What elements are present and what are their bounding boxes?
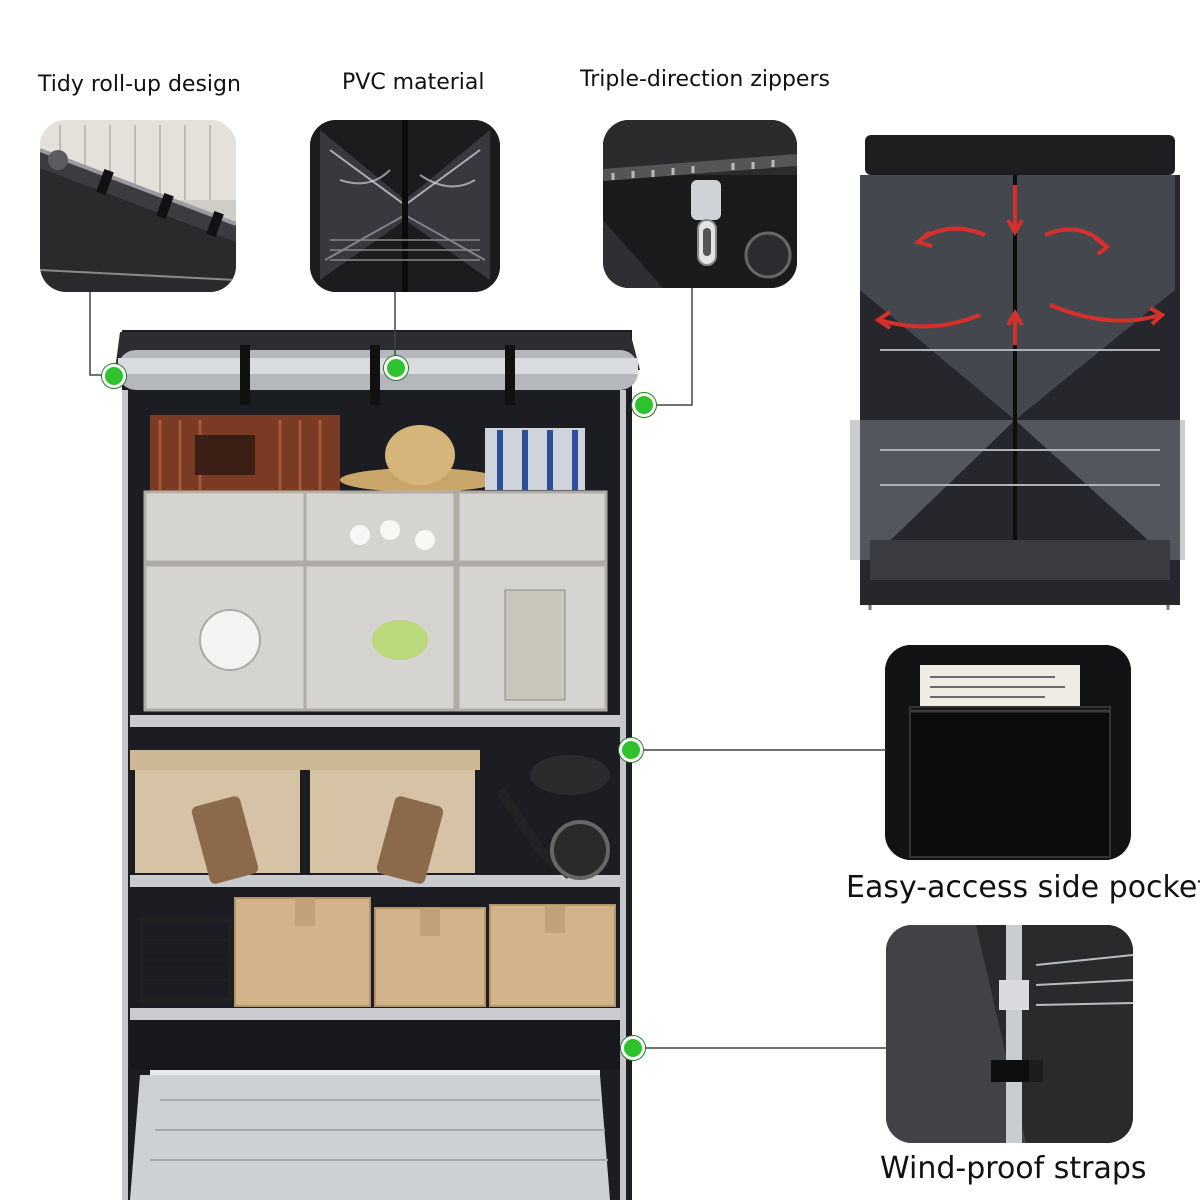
wind-proof-strap-detail-image	[886, 925, 1133, 1143]
tag-ava	[191, 796, 259, 884]
marker-zippers	[632, 393, 656, 417]
roll-up-detail-image	[40, 120, 236, 292]
zipper-opening-demo-image	[840, 120, 1195, 610]
label-pvc-material: PVC material	[342, 70, 485, 95]
direction-arrows	[874, 185, 1166, 345]
label-easy-access-side-pocket: Easy-access side pocket	[846, 870, 1200, 905]
rolled-cover-icon	[40, 120, 236, 292]
label-triple-direction-zippers: Triple-direction zippers	[580, 67, 830, 92]
pvc-sheet-icon	[310, 120, 500, 292]
side-pocket-detail-image	[885, 645, 1131, 860]
marker-roll-up	[102, 364, 126, 388]
marker-pvc	[384, 356, 408, 380]
pvc-detail-image	[310, 120, 500, 292]
open-cover-illustration	[850, 135, 1185, 610]
label-wind-proof-straps: Wind-proof straps	[880, 1151, 1147, 1186]
marker-side-pocket	[619, 738, 643, 762]
main-shelf-image	[100, 320, 670, 1200]
marker-straps	[621, 1036, 645, 1060]
strap-icon	[886, 925, 1133, 1143]
zipper-icon	[603, 120, 797, 288]
side-pocket-icon	[885, 645, 1131, 860]
shelf-with-cover-illustration	[115, 330, 640, 1200]
tag-taylor	[376, 796, 444, 884]
label-roll-up-design: Tidy roll-up design	[38, 72, 241, 97]
zipper-detail-image	[603, 120, 797, 288]
